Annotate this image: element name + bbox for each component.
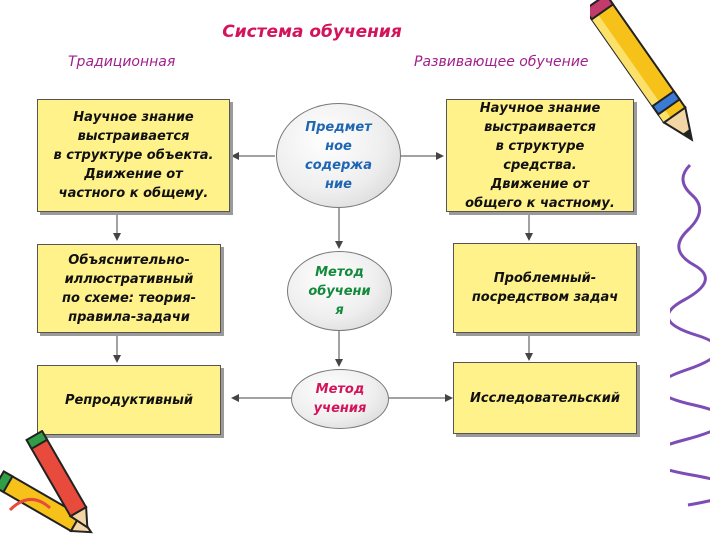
- pencils-bundle-icon: [0, 430, 94, 534]
- right-box-knowledge: Научное знание выстраивается в структуре…: [446, 99, 634, 212]
- pencil-icon: [590, 0, 694, 142]
- oval-teaching-method: Метод обучени я: [287, 251, 392, 331]
- right-box-method: Проблемный- посредством задач: [453, 243, 637, 333]
- right-box-learning: Исследовательский: [453, 362, 637, 434]
- squiggle-line-icon: [670, 163, 710, 507]
- oval-learning-method: Метод учения: [291, 369, 389, 429]
- column-head-developmental: Развивающее обучение: [414, 54, 589, 70]
- column-head-traditional: Традиционная: [68, 54, 176, 70]
- oval-subject-content: Предмет ное содержа ние: [276, 103, 401, 208]
- left-box-knowledge: Научное знание выстраивается в структуре…: [37, 99, 230, 212]
- left-box-method: Объяснительно- иллюстративный по схеме: …: [37, 244, 221, 333]
- left-box-learning: Репродуктивный: [37, 365, 221, 435]
- diagram-title: Система обучения: [222, 22, 402, 42]
